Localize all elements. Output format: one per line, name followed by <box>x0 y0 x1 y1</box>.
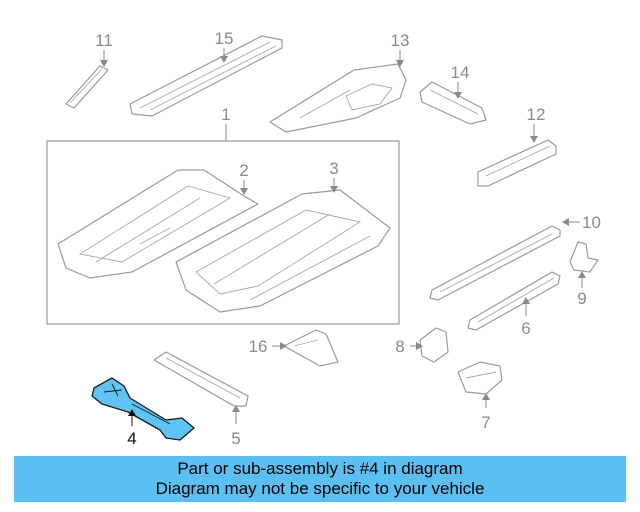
callout-11: 11 <box>95 31 113 50</box>
callout-8: 8 <box>395 337 404 356</box>
part-6: 6 <box>467 271 561 338</box>
callout-13: 13 <box>391 31 410 50</box>
callout-5: 5 <box>231 429 240 448</box>
part-5: 5 <box>153 351 249 448</box>
part-14: 14 <box>419 63 487 125</box>
part-8: 8 <box>395 327 449 363</box>
part-4-highlighted[interactable]: 4 <box>91 377 195 448</box>
callout-1: 1 <box>221 105 230 124</box>
part-13: 13 <box>269 31 410 133</box>
callout-15: 15 <box>215 29 234 48</box>
callout-14: 14 <box>451 63 470 82</box>
part-10: 10 <box>429 213 601 301</box>
parts-diagram: 11 15 13 14 12 1 <box>46 29 601 448</box>
callout-10: 10 <box>582 213 601 232</box>
callout-7: 7 <box>481 413 490 432</box>
callout-3: 3 <box>329 159 338 178</box>
part-9: 9 <box>569 241 599 308</box>
callout-2: 2 <box>239 161 248 180</box>
banner-line-2: Diagram may not be specific to your vehi… <box>155 479 485 498</box>
info-banner: Part or sub-assembly is #4 in diagram Di… <box>14 456 626 502</box>
callout-12: 12 <box>527 105 546 124</box>
part-7: 7 <box>457 361 503 432</box>
part-15: 15 <box>129 29 283 117</box>
callout-4: 4 <box>127 429 136 448</box>
part-16: 16 <box>249 329 339 367</box>
part-12: 12 <box>477 105 557 187</box>
callout-6: 6 <box>521 319 530 338</box>
part-1-assembly: 1 2 3 <box>46 105 400 325</box>
callout-16: 16 <box>249 337 268 356</box>
part-11: 11 <box>65 31 113 109</box>
banner-line-1: Part or sub-assembly is #4 in diagram <box>177 459 463 478</box>
callout-9: 9 <box>577 289 586 308</box>
